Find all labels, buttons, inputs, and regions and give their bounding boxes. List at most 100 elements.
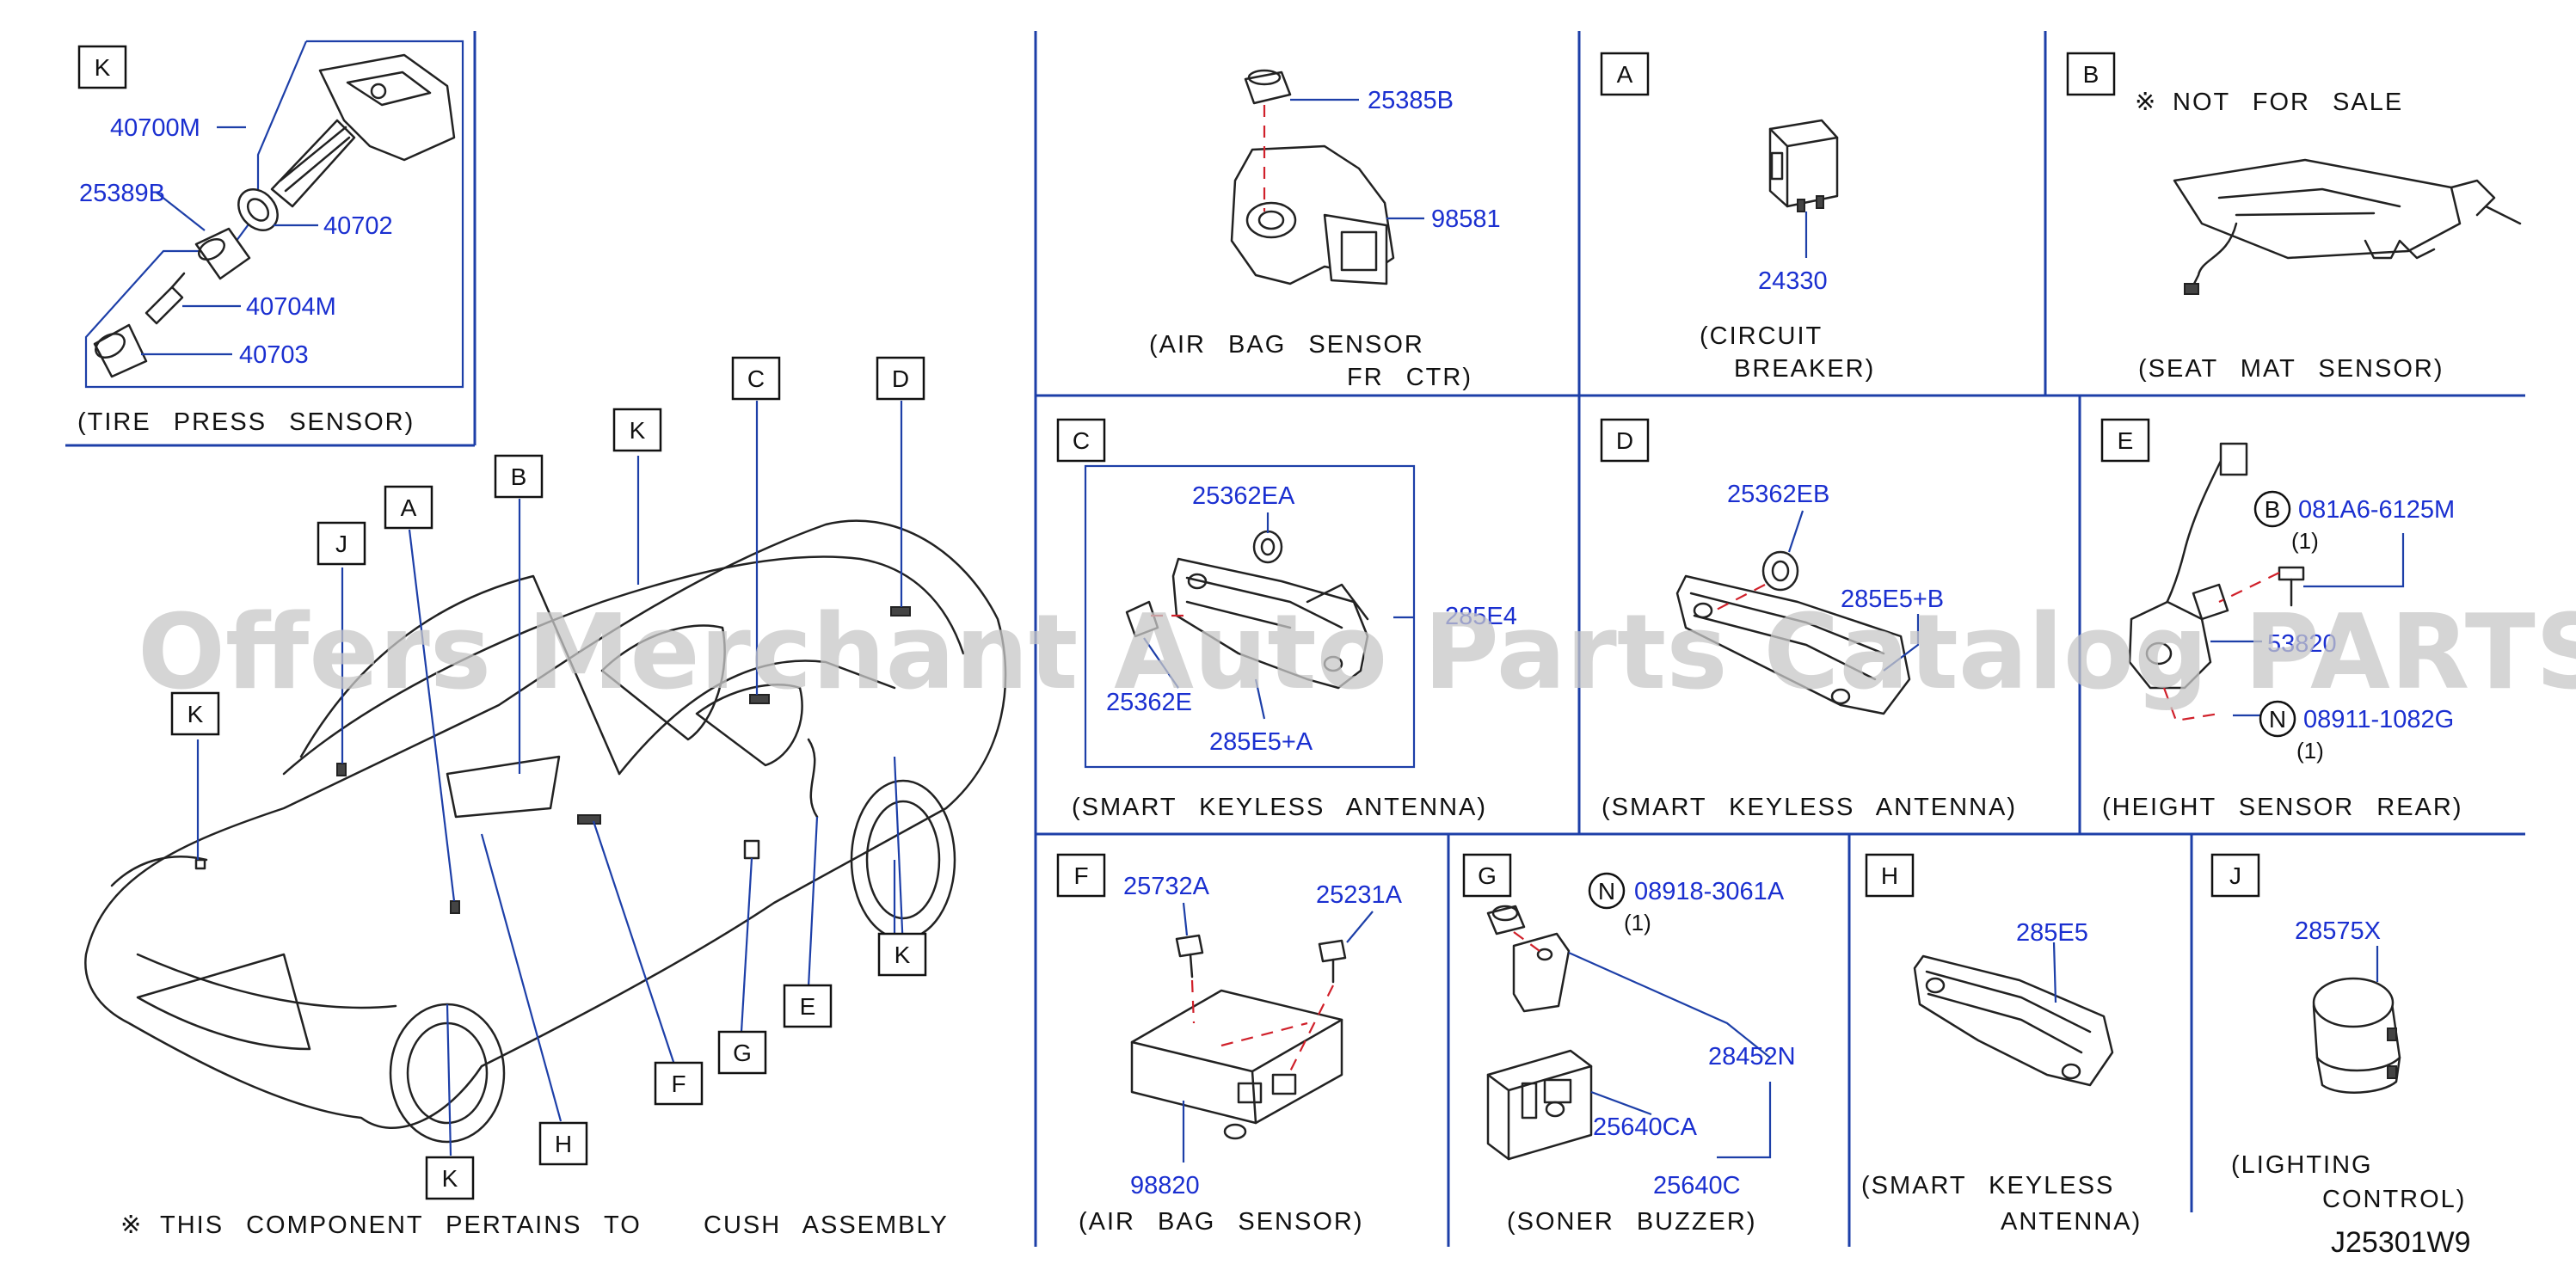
part-number[interactable]: 25385B (1368, 87, 1454, 114)
part-number[interactable]: 25362EB (1727, 481, 1829, 508)
part-number[interactable]: 285E4 (1445, 603, 1517, 630)
nut-symbol-circle (1588, 872, 1626, 910)
part-number[interactable]: 40704M (246, 293, 336, 321)
valve-cap-icon (93, 323, 148, 378)
height-sensor-icon (2128, 442, 2248, 690)
part-number[interactable]: 25640CA (1593, 1113, 1698, 1141)
clip-icon (1125, 600, 1159, 638)
panel-letter: C (1073, 427, 1090, 454)
panel-caption: (SONER BUZZER) (1507, 1208, 1757, 1236)
panel-letter: K (95, 54, 111, 81)
part-number[interactable]: 24330 (1758, 267, 1828, 295)
callout-letter[interactable]: K (442, 1165, 458, 1192)
panel-k-tire-press-sensor: K 40700M (77, 40, 464, 436)
panel-letter: B (2083, 61, 2100, 88)
part-number[interactable]: 40702 (323, 212, 393, 240)
panel-f-airbag-sensor: F 25732A 25231A 98820 (AIR BAG SENSOR) (1056, 853, 1403, 1236)
callout-letter[interactable]: K (630, 417, 646, 444)
part-number[interactable]: 25362E (1106, 689, 1192, 716)
panel-letter: F (1073, 862, 1088, 889)
car-beltline (282, 555, 965, 776)
airbag-control-unit-icon (1130, 989, 1343, 1140)
nut-symbol: N (2269, 706, 2286, 733)
panel-letter-box (77, 45, 127, 89)
part-number[interactable]: 98581 (1431, 206, 1501, 233)
panel-letter: E (2118, 427, 2134, 454)
panel-caption: (SMART KEYLESS ANTENNA) (1602, 794, 2017, 821)
seat-mat-sensor-icon (2173, 158, 2522, 295)
part-number[interactable]: 40700M (110, 114, 200, 142)
panel-c-smart-keyless-antenna: C 25362EA 285E4 25362E 285E5+A (SMART KE… (1056, 418, 1517, 821)
nut-symbol: N (1598, 878, 1615, 905)
seat-mat-sensor-icon (446, 755, 561, 819)
part-number[interactable]: 25640C (1653, 1172, 1741, 1199)
part-number[interactable]: 08918-3061A (1634, 878, 1785, 905)
bolt-symbol-circle (2253, 490, 2291, 528)
car-overview (84, 519, 1007, 1144)
headlamp-icon (110, 856, 208, 887)
buzzer-icon (1486, 1049, 1593, 1161)
grommet-icon (237, 188, 279, 231)
panel-caption: ANTENNA) (2001, 1208, 2142, 1236)
note-symbol: ※ (2135, 89, 2157, 116)
callout-letter[interactable]: C (747, 365, 765, 392)
part-number[interactable]: 28575X (2295, 917, 2381, 945)
part-number[interactable]: 25231A (1316, 881, 1403, 909)
part-number[interactable]: 98820 (1130, 1172, 1200, 1199)
part-number[interactable]: 285E5 (2016, 919, 2088, 947)
callout-letter[interactable]: D (892, 365, 909, 392)
part-number[interactable]: 25389B (79, 180, 165, 207)
rear-wheel-icon (850, 779, 956, 941)
part-number[interactable]: 08911-1082G (2303, 706, 2454, 733)
part-number[interactable]: 285E5+B (1841, 586, 1944, 613)
panel-caption: (CIRCUIT (1700, 322, 1823, 350)
grille-icon (136, 953, 311, 1051)
callout-letter[interactable]: A (401, 494, 417, 521)
callout-letter[interactable]: K (188, 701, 204, 727)
part-number[interactable]: 285E5+A (1209, 728, 1313, 756)
part-number[interactable]: 40703 (239, 341, 309, 369)
note-text: NOT FOR SALE (2173, 89, 2403, 116)
circuit-breaker-icon (450, 900, 460, 914)
panel-g-soner-buzzer: G N 08918-3061A (1) 28452N 25640CA 25640… (1462, 853, 1796, 1236)
callout-letter[interactable]: K (895, 942, 911, 968)
bolt-icon (1175, 934, 1204, 978)
callout-letter[interactable]: G (733, 1040, 752, 1066)
antenna-c-icon (577, 814, 601, 825)
footnote-symbol: ※ (120, 1212, 143, 1239)
grommet-icon (1761, 550, 1799, 592)
part-number[interactable]: 25362EA (1192, 482, 1295, 510)
footnote: ※ THIS COMPONENT PERTAINS TO CUSH ASSEMB… (120, 1212, 949, 1239)
panel-caption: (TIRE PRESS SENSOR) (77, 408, 415, 436)
panel-letter: A (1617, 61, 1633, 88)
part-number[interactable]: 53820 (2267, 630, 2337, 658)
panel-caption: (SMART KEYLESS (1861, 1172, 2114, 1199)
bolt-symbol: B (2265, 496, 2281, 523)
callout-letter[interactable]: J (335, 531, 347, 557)
car-body-outline (84, 519, 1007, 1129)
callout-letter[interactable]: F (671, 1070, 685, 1097)
airbag-sensor-icon (1230, 144, 1395, 285)
lighting-sensor-icon (2312, 977, 2401, 1094)
lighting-sensor-icon (336, 763, 347, 776)
nut-icon (194, 227, 251, 280)
part-number[interactable]: 081A6-6125M (2298, 496, 2455, 524)
panel-letter: H (1881, 862, 1898, 889)
callout-letter[interactable]: H (555, 1131, 572, 1157)
panel-caption: FR CTR) (1347, 364, 1472, 391)
part-number[interactable]: 28452N (1708, 1043, 1796, 1070)
part-number[interactable]: 25732A (1123, 873, 1210, 900)
antenna-h-icon (1913, 954, 2114, 1087)
panel-letter: G (1478, 862, 1497, 889)
footnote-assembly: CUSH ASSEMBLY (704, 1212, 949, 1239)
windshield-outline (299, 574, 621, 776)
callout-letter[interactable]: B (511, 463, 527, 490)
grommet-icon (1252, 530, 1283, 564)
panel-j-lighting-control: J 28575X (LIGHTING CONTROL) (2210, 853, 2464, 1213)
valve-core-icon (144, 272, 186, 325)
cabin-outline (618, 659, 896, 776)
callout-letter[interactable]: E (800, 993, 816, 1020)
panel-b-seat-mat-sensor: B ※ NOT FOR SALE (SEAT MAT SENSOR) (2066, 52, 2522, 383)
